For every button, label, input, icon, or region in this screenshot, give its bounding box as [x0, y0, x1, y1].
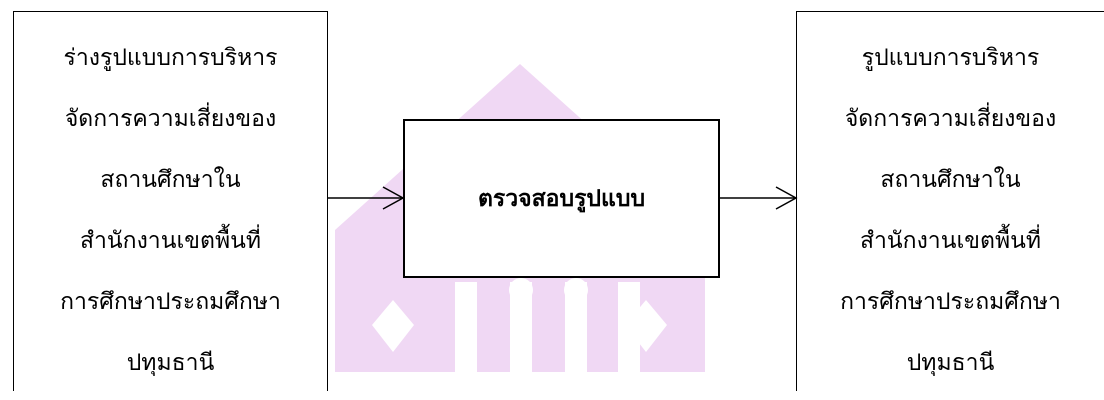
output-line: สถานศึกษาใน [880, 167, 1021, 193]
output-line: ปทุมธานี [906, 350, 995, 376]
output-line: จัดการความเสี่ยงของ [844, 106, 1057, 132]
input-line: จัดการความเสี่ยงของ [64, 106, 277, 132]
input-box: ร่างรูปแบบการบริหาร จัดการความเสี่ยงของ … [13, 11, 328, 391]
process-box-label: ตรวจสอบรูปแบบ [477, 185, 646, 212]
process-box: ตรวจสอบรูปแบบ [403, 119, 720, 278]
output-line: สำนักงานเขตพื้นที่ [859, 228, 1042, 254]
input-line: การศึกษาประถมศึกษา [60, 289, 281, 315]
input-box-text: ร่างรูปแบบการบริหาร จัดการความเสี่ยงของ … [14, 34, 327, 400]
output-box: รูปแบบการบริหาร จัดการความเสี่ยงของ สถาน… [796, 11, 1104, 391]
output-box-text: รูปแบบการบริหาร จัดการความเสี่ยงของ สถาน… [797, 34, 1104, 400]
output-line: การศึกษาประถมศึกษา [840, 289, 1061, 315]
input-line: ปทุมธานี [126, 350, 215, 376]
input-line: สำนักงานเขตพื้นที่ [79, 228, 262, 254]
output-line: รูปแบบการบริหาร [861, 45, 1040, 71]
input-line: ร่างรูปแบบการบริหาร [63, 45, 278, 71]
input-line: สถานศึกษาใน [100, 167, 241, 193]
